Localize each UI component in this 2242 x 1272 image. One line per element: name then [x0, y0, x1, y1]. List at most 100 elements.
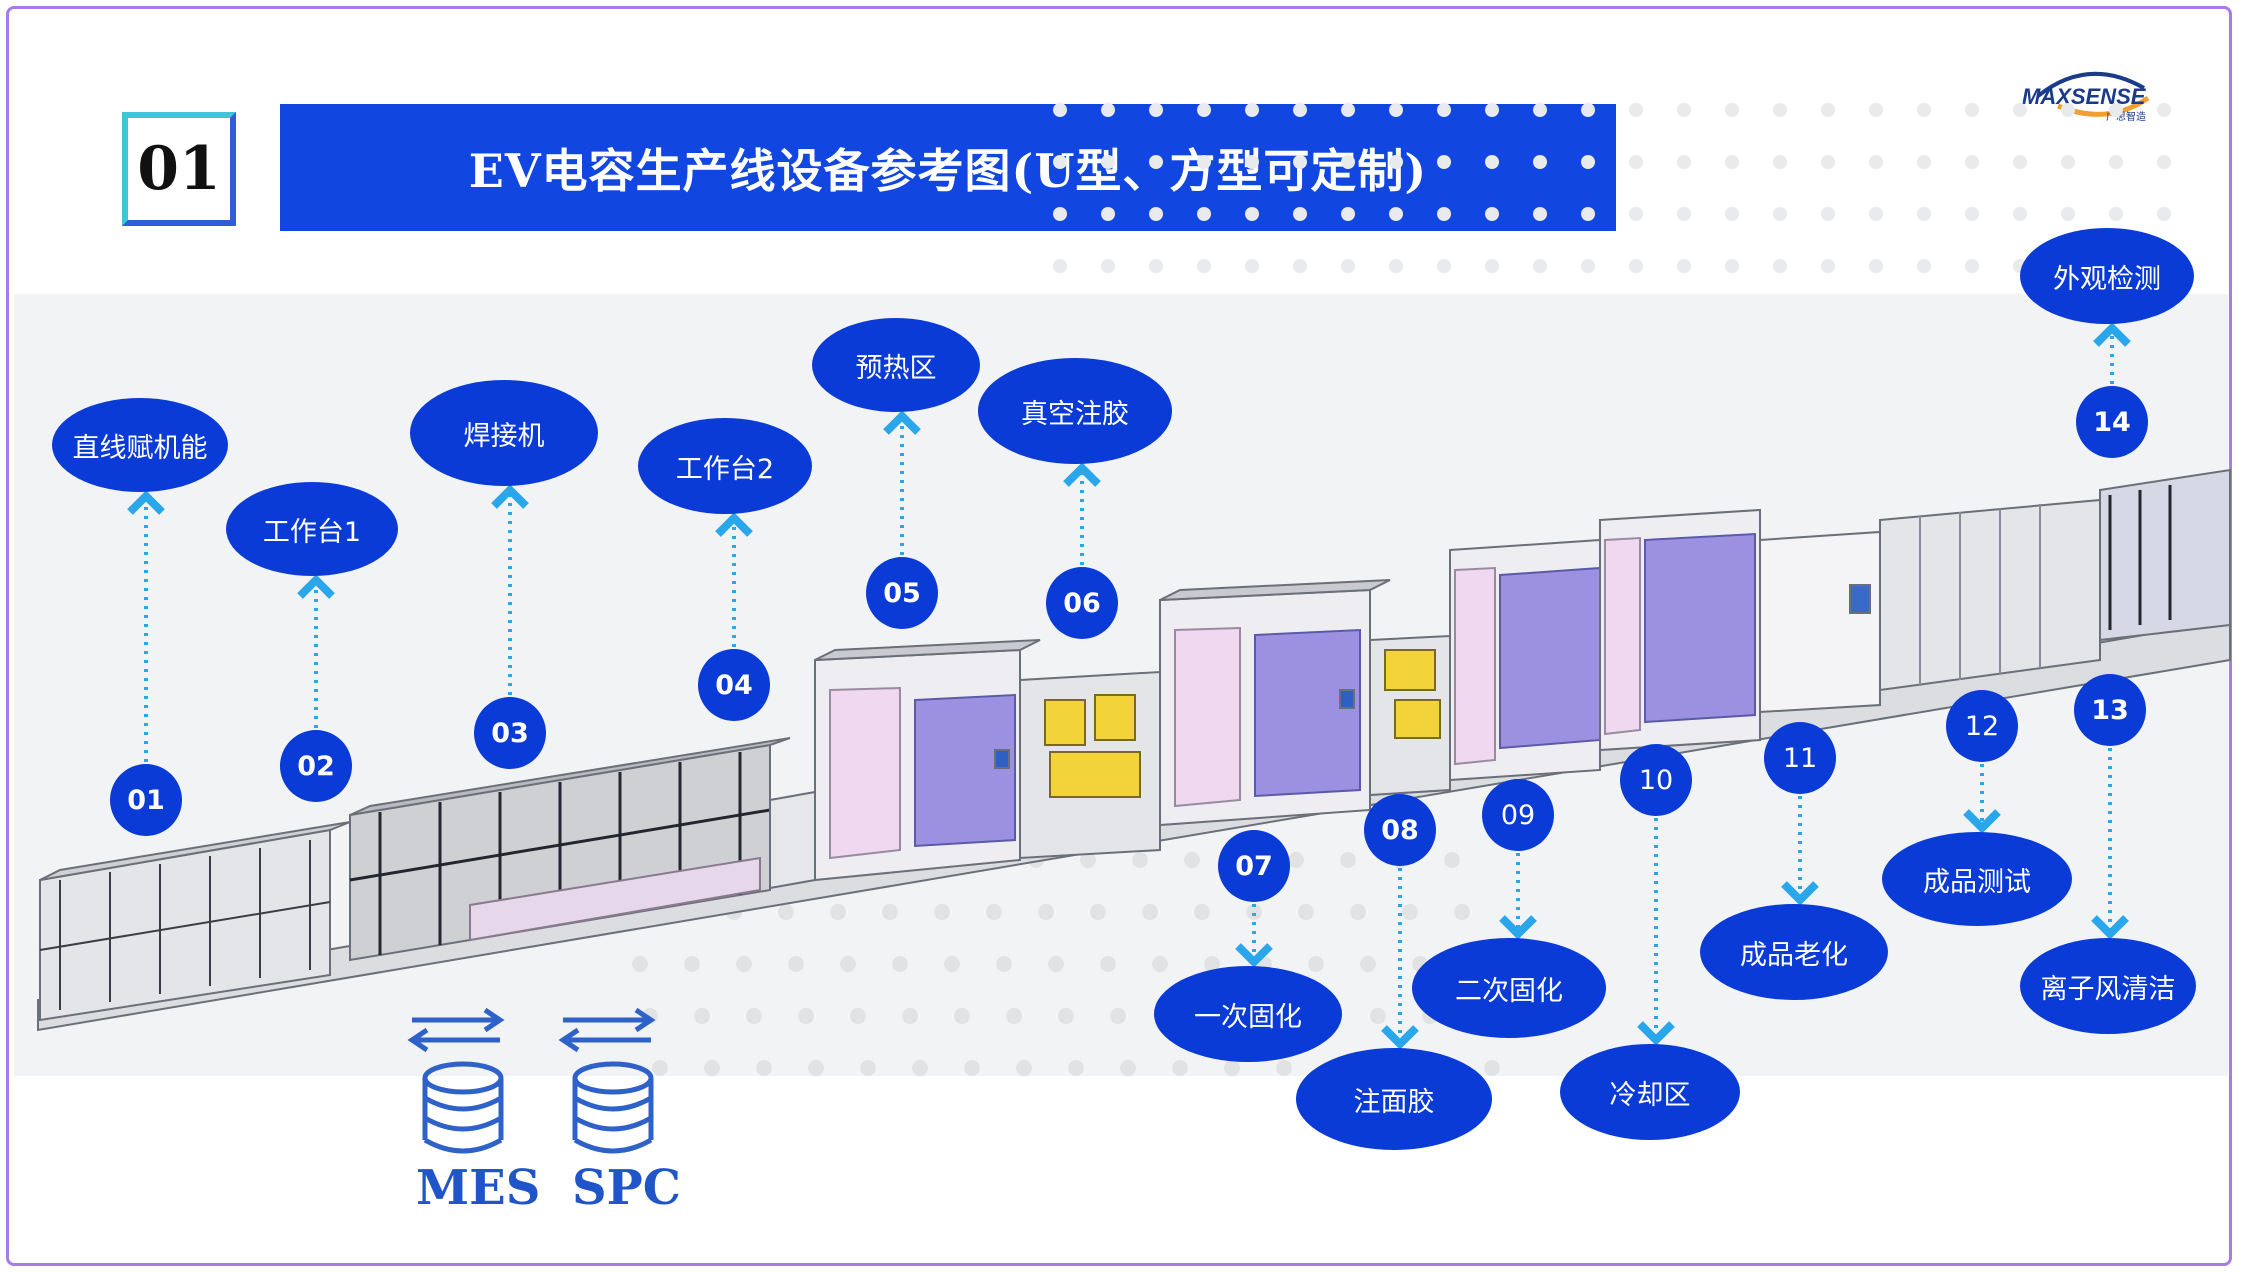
dot [1629, 207, 1643, 221]
dot [1484, 1060, 1500, 1076]
dot [2157, 207, 2171, 221]
dot [1293, 155, 1307, 169]
dot [2061, 207, 2075, 221]
dot [1184, 852, 1200, 868]
dot [850, 1008, 866, 1024]
dot [1276, 1060, 1292, 1076]
dot [1965, 103, 1979, 117]
dot [1485, 259, 1499, 273]
dot [1437, 155, 1451, 169]
dot [1437, 103, 1451, 117]
dot [704, 1060, 720, 1076]
dot [1485, 103, 1499, 117]
dot [1869, 207, 1883, 221]
dot [1360, 956, 1376, 972]
dot [1725, 155, 1739, 169]
machine-line [37, 468, 2231, 1032]
dot [1917, 259, 1931, 273]
dot [1197, 207, 1211, 221]
station-label-01: 直线赋机能 [52, 398, 228, 492]
dot [1132, 852, 1148, 868]
dot [1053, 207, 1067, 221]
dot [756, 1060, 772, 1076]
dot [1142, 904, 1158, 920]
dot [1869, 155, 1883, 169]
station-number-04: 04 [698, 649, 770, 721]
dot [1389, 207, 1403, 221]
dot [1533, 207, 1547, 221]
dot [1149, 207, 1163, 221]
dot [1152, 956, 1168, 972]
dot [1821, 155, 1835, 169]
station-number-13: 13 [2074, 674, 2146, 746]
dot [1629, 103, 1643, 117]
dot [830, 904, 846, 920]
station-label-09: 二次固化 [1412, 938, 1606, 1038]
dot [1293, 207, 1307, 221]
dot [1725, 103, 1739, 117]
dot [1149, 103, 1163, 117]
dot [1149, 155, 1163, 169]
dot [1677, 207, 1691, 221]
dot [1444, 852, 1460, 868]
dot [1773, 103, 1787, 117]
dot [1533, 155, 1547, 169]
station-label-14: 外观检测 [2020, 228, 2194, 324]
dot [1101, 103, 1115, 117]
dot [2109, 103, 2123, 117]
dot [1120, 1060, 1136, 1076]
dot [1773, 259, 1787, 273]
station-number-11: 11 [1764, 722, 1836, 794]
station-label-02: 工作台1 [226, 482, 398, 576]
dot [1581, 259, 1595, 273]
dot [1821, 103, 1835, 117]
dot [1581, 155, 1595, 169]
dot [1629, 259, 1643, 273]
dot [1080, 852, 1096, 868]
station-number-02: 02 [280, 730, 352, 802]
dot [1288, 852, 1304, 868]
dot [1197, 103, 1211, 117]
station-number-06: 06 [1046, 567, 1118, 639]
dot [1245, 207, 1259, 221]
dot [1197, 259, 1211, 273]
dot [860, 1060, 876, 1076]
station-label-05: 预热区 [812, 318, 980, 412]
dot [632, 956, 648, 972]
station-label-13: 离子风清洁 [2020, 938, 2196, 1034]
mes-database-icon [407, 1007, 505, 1154]
dot [1340, 852, 1356, 868]
station-number-10: 10 [1620, 744, 1692, 816]
dot [1402, 904, 1418, 920]
spc-database-icon [558, 1007, 656, 1154]
dot [2157, 103, 2171, 117]
dot [1677, 103, 1691, 117]
dot [1581, 207, 1595, 221]
station-label-06: 真空注胶 [978, 358, 1172, 464]
station-label-07: 一次固化 [1154, 966, 1342, 1062]
dot [1821, 207, 1835, 221]
decorative-dot-grid [1053, 103, 2171, 273]
dot [934, 904, 950, 920]
dot [1245, 259, 1259, 273]
dot [1341, 259, 1355, 273]
dot [1006, 1008, 1022, 1024]
dot [1917, 207, 1931, 221]
dot [2013, 207, 2027, 221]
station-label-08: 注面胶 [1296, 1048, 1492, 1150]
station-label-04: 工作台2 [638, 418, 812, 514]
dot [694, 1008, 710, 1024]
dot [1917, 103, 1931, 117]
dot [1725, 259, 1739, 273]
station-number-05: 05 [866, 557, 938, 629]
dot [1053, 103, 1067, 117]
dot [1629, 155, 1643, 169]
dot [1677, 155, 1691, 169]
dot [2061, 155, 2075, 169]
dot [1485, 155, 1499, 169]
dot [1869, 259, 1883, 273]
page-title: EV电容生产线设备参考图(U型、方型可定制) [280, 104, 1616, 231]
dot [1172, 1060, 1188, 1076]
dot [1965, 155, 1979, 169]
